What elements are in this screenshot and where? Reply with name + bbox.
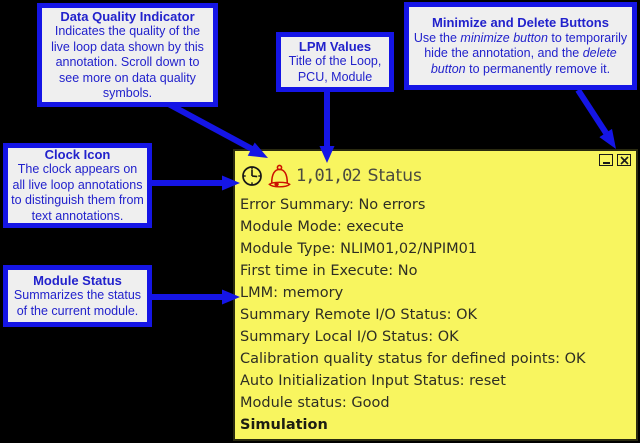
status-line: LMM: memory bbox=[240, 285, 344, 301]
callout-title: Module Status bbox=[33, 272, 122, 288]
status-line: Module status: Good bbox=[240, 395, 390, 411]
callout-title: Minimize and Delete Buttons bbox=[432, 15, 609, 30]
callout-body: Use the minimize button to temporarily h… bbox=[412, 31, 629, 78]
status-line: Summary Local I/O Status: OK bbox=[240, 329, 459, 345]
data-quality-bell-icon bbox=[268, 164, 291, 188]
callout-text-run: minimize button bbox=[460, 30, 548, 45]
status-line: First time in Execute: No bbox=[240, 263, 418, 279]
status-line: Calibration quality status for defined p… bbox=[240, 351, 586, 367]
status-line: Module Mode: execute bbox=[240, 219, 404, 235]
callout-clock-icon: Clock Icon The clock appears on all live… bbox=[3, 143, 152, 228]
callout-text-run: delete button bbox=[430, 46, 617, 76]
minimize-button[interactable] bbox=[599, 154, 613, 166]
callout-body: Title of the Loop, PCU, Module bbox=[284, 54, 386, 85]
annotation-title-row: 1,01,02 Status bbox=[241, 161, 636, 191]
callout-module-status: Module Status Summarizes the status of t… bbox=[3, 265, 152, 327]
simulation-label: Simulation bbox=[240, 417, 328, 433]
minimize-icon bbox=[602, 162, 610, 164]
callout-body: Summarizes the status of the current mod… bbox=[11, 288, 144, 319]
arrow-to-minimize-delete-buttons bbox=[575, 88, 616, 149]
clock-icon bbox=[242, 166, 262, 186]
lpm-values: 1,01,02 bbox=[296, 166, 362, 186]
callout-text-run: Summarizes the status of the current mod… bbox=[13, 288, 142, 318]
arrow-to-module-status-line bbox=[150, 289, 240, 305]
callout-minimize-delete: Minimize and Delete Buttons Use the mini… bbox=[404, 2, 637, 90]
callout-text-run: to temporarily hide the annotation, and … bbox=[424, 30, 628, 61]
callout-lpm-values: LPM Values Title of the Loop, PCU, Modul… bbox=[276, 32, 394, 92]
callout-body: The clock appears on all live loop annot… bbox=[11, 162, 144, 224]
status-line: Auto Initialization Input Status: reset bbox=[240, 373, 506, 389]
callout-text-run: to permanently remove it. bbox=[465, 61, 611, 76]
annotation-window-controls bbox=[599, 154, 631, 166]
delete-icon bbox=[619, 155, 629, 165]
callout-body: Indicates the quality of the live loop d… bbox=[45, 24, 210, 102]
delete-button[interactable] bbox=[617, 154, 631, 166]
callout-text-run: Title of the Loop, PCU, Module bbox=[288, 54, 382, 84]
arrow-to-clock-icon bbox=[150, 175, 240, 191]
status-line: Module Type: NLIM01,02/NPIM01 bbox=[240, 241, 478, 257]
callout-title: LPM Values bbox=[298, 38, 372, 54]
callout-data-quality: Data Quality Indicator Indicates the qua… bbox=[37, 3, 218, 107]
callout-title: Data Quality Indicator bbox=[60, 8, 195, 24]
callout-text-run: The clock appears on all live loop annot… bbox=[11, 162, 144, 223]
callout-text-run: Use the bbox=[413, 30, 461, 45]
callout-text-run: Indicates the quality of the live loop d… bbox=[51, 24, 204, 100]
status-line: Error Summary: No errors bbox=[240, 197, 426, 213]
annotation-title: Status bbox=[367, 166, 422, 186]
callout-title: Clock Icon bbox=[44, 146, 111, 162]
status-line: Summary Remote I/O Status: OK bbox=[240, 307, 478, 323]
